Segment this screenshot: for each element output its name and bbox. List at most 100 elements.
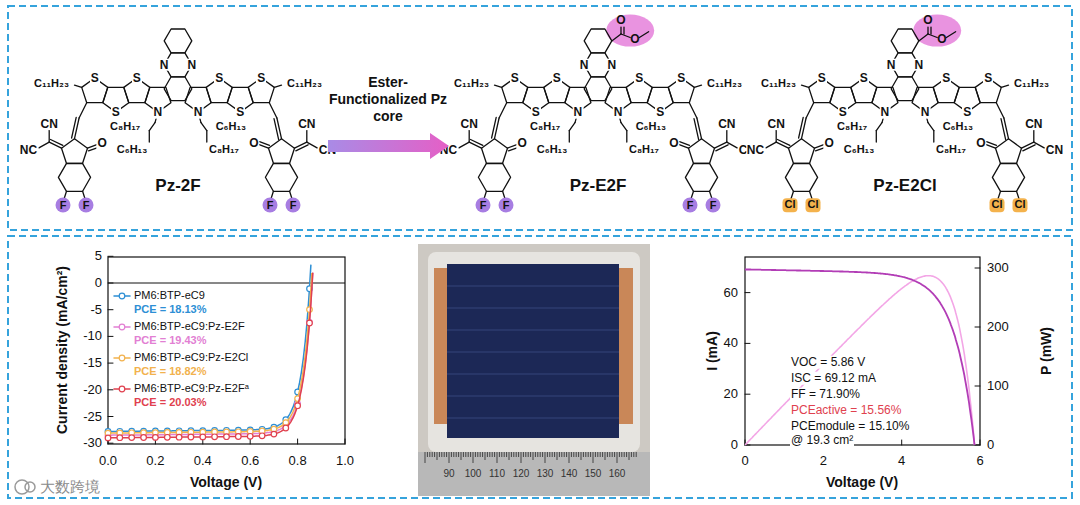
ruler-tick	[581, 452, 582, 460]
atom-label: N	[886, 59, 897, 72]
side-chain-label: C₈H₁₇	[629, 144, 659, 156]
ruler-tick	[485, 452, 486, 460]
tick-mark	[745, 394, 750, 395]
ruler-tick	[501, 452, 502, 457]
ruler-tick	[449, 452, 450, 463]
bond-line	[930, 27, 931, 34]
halogen-label: Cl	[806, 199, 821, 213]
halogen-label: F	[56, 198, 71, 213]
ruler-tick	[492, 452, 493, 457]
tick-label: 100	[987, 379, 1009, 393]
bond-line	[727, 142, 737, 148]
bond-line	[469, 142, 481, 148]
device-parameter: FF = 71.90%	[790, 388, 861, 401]
bond-line	[694, 119, 699, 140]
tick-label: 300	[987, 261, 1009, 275]
side-chain-label: C₁₁H₂₃	[287, 78, 322, 90]
ruler-tick	[542, 452, 543, 457]
atom-label: S	[510, 72, 520, 85]
ruler-tick	[506, 452, 507, 457]
ruler-tick	[540, 452, 541, 457]
ruler-number: 90	[443, 469, 454, 480]
bond-line	[569, 123, 575, 131]
tick-mark	[901, 440, 902, 445]
bond-line	[612, 34, 621, 41]
atom-label: CN	[460, 117, 479, 130]
tick-label: 40	[724, 337, 738, 351]
ruler-tick	[451, 452, 452, 457]
ruler-tick	[473, 452, 474, 463]
tick-mark	[975, 327, 980, 328]
ruler-tick	[617, 452, 618, 463]
bond-line	[621, 123, 627, 131]
ruler-number: 150	[585, 469, 602, 480]
ruler-tick	[561, 452, 562, 457]
ruler-tick	[513, 452, 514, 457]
legend-text: PM6:BTP-eC9:Pz-E2F	[134, 321, 245, 333]
halogen-label: F	[683, 198, 698, 213]
ruler-tick	[429, 452, 430, 457]
ruler-tick	[432, 452, 433, 457]
bond-line	[307, 142, 317, 148]
ruler-number: 100	[465, 469, 482, 480]
jv-frame	[108, 257, 345, 444]
device-parameter: PCEmodule = 15.10%	[790, 420, 910, 433]
atom-label: S	[962, 106, 972, 119]
bond-line	[876, 123, 882, 131]
data-marker	[153, 435, 159, 441]
bond-line	[876, 131, 877, 143]
ruler-tick	[537, 452, 538, 457]
device-parameter: VOC = 5.86 V	[790, 356, 866, 369]
bond-line	[802, 85, 809, 87]
ruler-tick	[494, 452, 495, 457]
bond-line	[499, 103, 507, 118]
side-chain-label: C₈H₁₇	[837, 121, 867, 133]
bond-line	[680, 142, 690, 146]
ring	[164, 29, 192, 53]
tick-label: -10	[83, 330, 102, 344]
bond-line	[928, 34, 937, 38]
bond-line	[806, 103, 814, 118]
tick-mark	[980, 440, 981, 445]
ruler-tick	[636, 452, 637, 457]
ruler-tick	[554, 452, 555, 457]
ring	[269, 139, 295, 164]
ruler-number: 110	[489, 469, 505, 480]
bond-line	[689, 103, 697, 118]
iv-frame	[745, 257, 980, 445]
bond-line	[75, 85, 82, 87]
tick-label: 2	[820, 454, 827, 468]
ruler-tick	[525, 452, 526, 457]
bond-line	[49, 142, 61, 148]
jv-curve	[108, 273, 313, 435]
data-marker	[165, 435, 171, 441]
data-marker	[117, 435, 123, 441]
bond-line	[260, 142, 270, 146]
tick-label: 60	[724, 286, 738, 300]
axis-title: P (mW)	[1039, 327, 1054, 375]
ring	[891, 29, 919, 53]
atom-label: CN	[767, 117, 786, 130]
bond-line	[79, 103, 87, 118]
ruler-tick	[566, 452, 567, 457]
molecule-name: Pz-E2F	[570, 177, 627, 195]
tick-label: 0	[987, 438, 994, 452]
ruler-tick	[509, 452, 510, 460]
tick-label: 6	[976, 454, 983, 468]
ring	[584, 77, 612, 101]
tick-mark	[108, 336, 113, 337]
ruler-tick	[595, 452, 596, 457]
halogen-label: Cl	[1013, 199, 1028, 213]
solar-module	[447, 264, 619, 438]
halogen-label: Cl	[990, 199, 1005, 213]
bond-line	[295, 142, 307, 148]
atom-label: S	[214, 72, 224, 85]
data-marker	[188, 434, 194, 440]
bond-line	[274, 119, 279, 140]
bond-line	[996, 103, 1004, 118]
ester-arrow: Ester- Functionalized Pz core	[326, 74, 450, 160]
ruler-tick	[511, 452, 512, 457]
side-chain-label: C₈H₁₇	[209, 144, 239, 156]
bond-line	[269, 103, 277, 118]
